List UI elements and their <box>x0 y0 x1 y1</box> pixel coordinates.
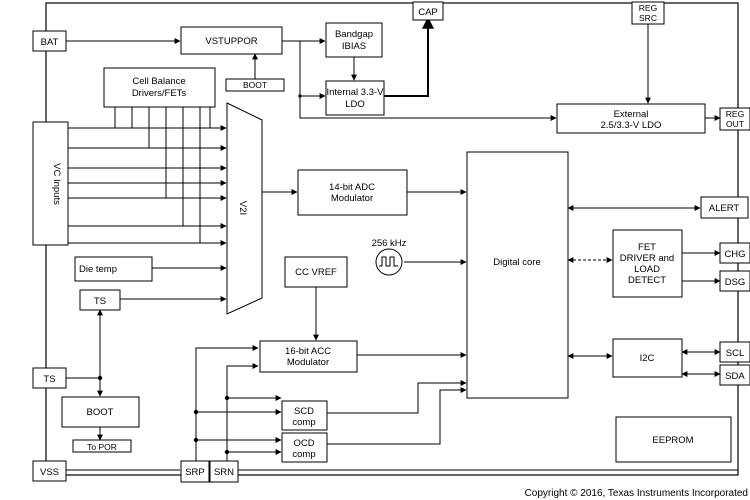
external-ldo-block <box>556 103 706 134</box>
copyright-note: Copyright © 2016, Texas Instruments Inco… <box>525 488 748 499</box>
ldo-label-2: LDO <box>345 99 365 110</box>
boot-bottom-label: BOOT <box>87 407 114 418</box>
chg-pin <box>719 242 750 264</box>
regsrc-label-2: SRC <box>639 13 657 23</box>
bandgap-block <box>325 22 383 58</box>
cellbal-label-1: Cell Balance <box>132 76 185 87</box>
acc-label-2: Modulator <box>287 357 329 368</box>
ocd-label-2: comp <box>292 449 315 460</box>
acc-label-1: 16-bit ACC <box>285 346 331 357</box>
regout-pin <box>719 107 750 131</box>
vstuppor-label: VSTUPPOR <box>205 36 257 47</box>
adc-label-1: 14-bit ADC <box>329 182 375 193</box>
bandgap-label-2: IBIAS <box>342 41 366 52</box>
clock-label: 256 kHz <box>372 238 407 249</box>
ext-ldo-label-1: External <box>614 109 649 120</box>
regout-label-2: OUT <box>726 119 744 129</box>
fet-label-3: LOAD <box>634 264 660 275</box>
digital-core-label: Digital core <box>493 257 541 268</box>
mux-label: V2I <box>237 201 248 215</box>
alert-pin <box>700 196 749 219</box>
vc-inputs-block <box>32 121 69 246</box>
regsrc-pin <box>631 1 665 25</box>
bat-pin <box>32 30 67 52</box>
cap-label: CAP <box>418 7 438 18</box>
clock-icon <box>375 248 403 276</box>
die-temp-label: Die temp <box>79 264 117 275</box>
boot-top-block <box>225 78 285 92</box>
boot-bottom-block <box>61 396 140 428</box>
cell-balance-block <box>103 67 216 108</box>
die-temp-block <box>74 256 153 282</box>
scl-label: SCL <box>726 348 744 359</box>
fet-label-1: FET <box>638 242 656 253</box>
srn-pin <box>209 460 239 483</box>
scd-block <box>281 400 328 431</box>
scd-label-2: comp <box>292 417 315 428</box>
dsg-label: DSG <box>725 277 746 288</box>
cap-pin <box>412 1 444 21</box>
srp-pin <box>180 460 210 483</box>
regout-label-1: REG <box>726 109 744 119</box>
adc-label-2: Modulator <box>331 193 373 204</box>
scd-label-1: SCD <box>294 406 314 417</box>
fet-label-4: DETECT <box>628 275 666 286</box>
ts-inner-block <box>79 289 121 311</box>
ldo-label-1: Internal 3.3-V <box>326 87 384 98</box>
ext-ldo-label-2: 2.5/3.3-V LDO <box>601 120 662 131</box>
alert-label: ALERT <box>709 203 740 214</box>
ts-inner-label: TS <box>94 296 106 307</box>
mux-block <box>226 102 263 315</box>
srp-label: SRP <box>185 467 205 478</box>
cc-vref-block <box>284 256 348 288</box>
ocd-block <box>281 432 328 463</box>
cellbal-label-2: Drivers/FETs <box>132 88 187 99</box>
ts-pin <box>32 367 67 389</box>
to-por-block <box>72 439 132 453</box>
dsg-pin <box>719 270 750 292</box>
wires <box>66 16 738 471</box>
to-por-label: To POR <box>87 442 117 452</box>
junction-dots <box>97 94 302 455</box>
ts-pin-label: TS <box>43 374 55 385</box>
fet-label-2: DRIVER and <box>620 253 674 264</box>
sda-label: SDA <box>725 371 745 382</box>
vss-pin <box>32 460 67 482</box>
boot-top-label: BOOT <box>243 80 267 90</box>
vc-inputs-label: VC Inputs <box>51 163 62 205</box>
acc-block <box>259 340 358 373</box>
adc-block <box>297 169 408 216</box>
chg-label: CHG <box>724 249 745 260</box>
regsrc-label-1: REG <box>639 3 657 13</box>
fet-driver-block <box>612 229 683 298</box>
bat-label: BAT <box>41 37 59 48</box>
eeprom-label: EEPROM <box>652 435 693 446</box>
i2c-block <box>612 338 683 378</box>
bandgap-label-1: Bandgap <box>335 29 373 40</box>
vss-label: VSS <box>40 467 59 478</box>
vstuppor-block <box>180 26 283 55</box>
srn-label: SRN <box>214 467 234 478</box>
i2c-label: I2C <box>640 353 655 364</box>
eeprom-block <box>615 416 732 463</box>
cc-vref-label: CC VREF <box>295 267 337 278</box>
ocd-label-1: OCD <box>293 438 314 449</box>
internal-ldo-block <box>325 80 385 116</box>
digital-core-block <box>466 151 569 399</box>
scl-pin <box>719 341 750 363</box>
sda-pin <box>719 364 750 386</box>
